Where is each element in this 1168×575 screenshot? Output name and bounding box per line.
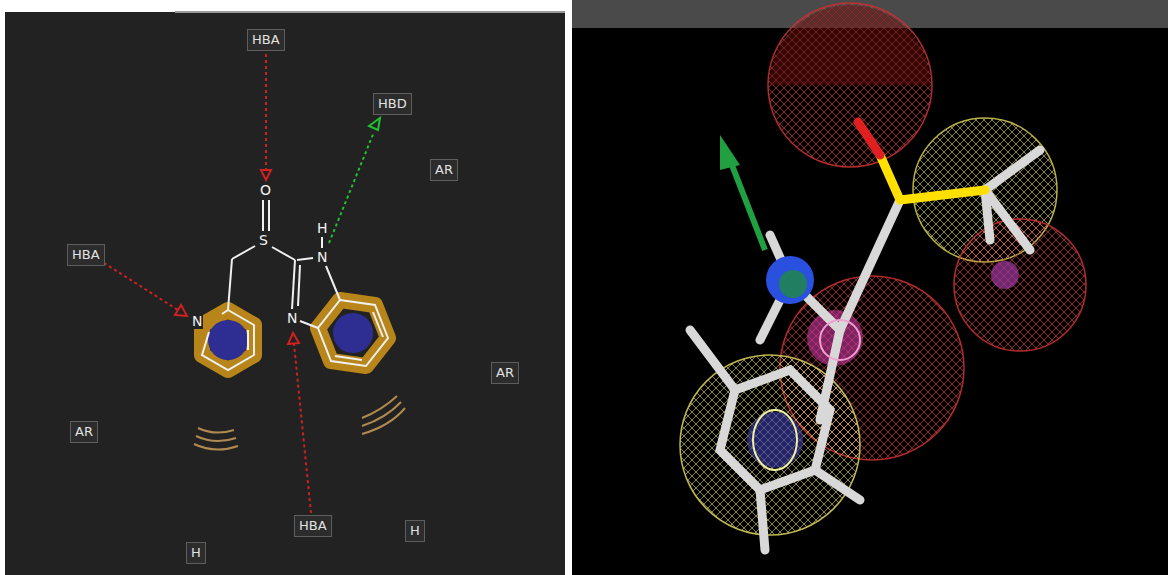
feature-box: HBD (373, 93, 412, 115)
feature-box: AR (491, 362, 519, 384)
feature-label: HBA (299, 518, 327, 534)
feature-label: AR (496, 365, 514, 381)
feature-label: HBA (252, 32, 280, 48)
feature-box: HBA (247, 29, 285, 51)
atom-label: S (258, 233, 269, 248)
atom-label: H (316, 221, 329, 236)
feature-box: HBA (67, 244, 105, 266)
feature-label: HBA (72, 247, 100, 263)
feature-label: AR (75, 424, 93, 440)
atom-label: N (191, 314, 203, 329)
feature-box: AR (430, 159, 458, 181)
feature-label: AR (435, 162, 453, 178)
feature-box: H (405, 520, 425, 542)
atom-label: N (286, 311, 298, 326)
feature-label: HBD (378, 96, 407, 112)
feature-label: H (191, 545, 201, 561)
feature-box: H (186, 542, 206, 564)
feature-box: AR (70, 421, 98, 443)
feature-label: H (410, 523, 420, 539)
atom-label: O (259, 183, 272, 198)
feature-box: HBA (294, 515, 332, 537)
atom-label: N (316, 250, 328, 265)
